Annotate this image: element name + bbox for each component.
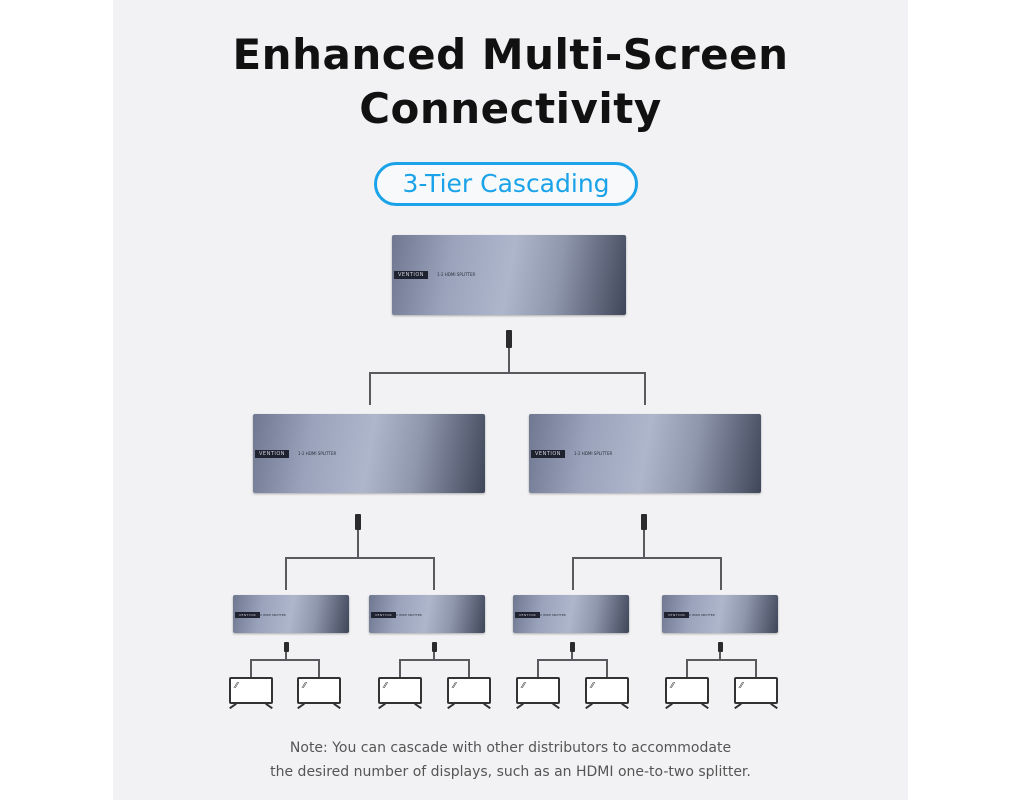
cable-line [644, 372, 646, 405]
title-line-1: Enhanced Multi-Screen [232, 30, 789, 79]
cable-line [285, 557, 287, 590]
cable-line [571, 652, 573, 660]
cable-line [606, 659, 608, 677]
monitor-icon: ⁄⁄ [585, 677, 629, 704]
cable-line [572, 557, 722, 559]
device-brand-label: VENTION [664, 612, 690, 619]
device-model-label: 1-2 HDMI SPLITTER [574, 450, 613, 456]
cable-line [537, 659, 608, 661]
screen-glare-icon: ⁄⁄ [740, 681, 743, 690]
hdmi-connector-icon [506, 330, 512, 348]
device-brand-label: VENTION [515, 612, 541, 619]
cable-line [399, 659, 470, 661]
cable-line [686, 659, 757, 661]
cable-line [369, 372, 371, 405]
hdmi-connector-icon [355, 514, 361, 530]
cable-line [719, 652, 721, 660]
cable-line [399, 659, 401, 677]
device-model-label: 1-2 HDMI SPLITTER [257, 613, 286, 618]
cable-line [720, 557, 722, 590]
title-line-2: Connectivity [359, 84, 662, 133]
device-model-label: 1-2 HDMI SPLITTER [686, 613, 715, 618]
screen-glare-icon: ⁄⁄ [671, 681, 674, 690]
device-model-label: 1-2 HDMI SPLITTER [537, 613, 566, 618]
cable-line [508, 348, 510, 374]
monitor-icon: ⁄⁄ [734, 677, 778, 704]
monitor-icon: ⁄⁄ [229, 677, 273, 704]
hdmi-connector-icon [432, 642, 437, 652]
cable-line [572, 557, 574, 590]
device-model-label: 1-2 HDMI SPLITTER [393, 613, 422, 618]
cable-line [250, 659, 320, 661]
splitter-device: VENTION 1-2 HDMI SPLITTER [392, 235, 626, 315]
device-brand-label: VENTION [531, 449, 566, 458]
hdmi-connector-icon [284, 642, 289, 652]
cable-line [643, 530, 645, 559]
screen-glare-icon: ⁄⁄ [453, 681, 456, 690]
screen-glare-icon: ⁄⁄ [384, 681, 387, 690]
cable-line [285, 557, 435, 559]
cable-line [285, 652, 287, 660]
note-line-2: the desired number of displays, such as … [270, 764, 751, 780]
cable-line [357, 530, 359, 559]
background-panel [113, 0, 908, 800]
cable-line [755, 659, 757, 677]
tier-badge: 3-Tier Cascading [374, 162, 638, 206]
monitor-icon: ⁄⁄ [516, 677, 560, 704]
device-brand-label: VENTION [394, 271, 429, 279]
splitter-device: VENTION 1-2 HDMI SPLITTER [529, 414, 761, 493]
device-brand-label: VENTION [255, 449, 290, 458]
screen-glare-icon: ⁄⁄ [303, 681, 306, 690]
monitor-icon: ⁄⁄ [378, 677, 422, 704]
monitor-icon: ⁄⁄ [665, 677, 709, 704]
cable-line [433, 557, 435, 590]
hdmi-connector-icon [570, 642, 575, 652]
hdmi-connector-icon [641, 514, 647, 530]
monitor-icon: ⁄⁄ [447, 677, 491, 704]
monitor-icon: ⁄⁄ [297, 677, 341, 704]
screen-glare-icon: ⁄⁄ [522, 681, 525, 690]
device-model-label: 1-2 HDMI SPLITTER [437, 272, 476, 277]
cable-line [537, 659, 539, 677]
device-model-label: 1-2 HDMI SPLITTER [298, 450, 337, 456]
hdmi-connector-icon [718, 642, 723, 652]
cable-line [250, 659, 252, 677]
device-brand-label: VENTION [235, 612, 261, 619]
note-line-1: Note: You can cascade with other distrib… [289, 740, 732, 756]
cable-line [369, 372, 646, 374]
cable-line [468, 659, 470, 677]
cable-line [433, 652, 435, 660]
screen-glare-icon: ⁄⁄ [591, 681, 594, 690]
cable-line [318, 659, 320, 677]
screen-glare-icon: ⁄⁄ [235, 681, 238, 690]
splitter-device: VENTION 1-2 HDMI SPLITTER [253, 414, 485, 493]
device-brand-label: VENTION [371, 612, 397, 619]
cable-line [686, 659, 688, 677]
